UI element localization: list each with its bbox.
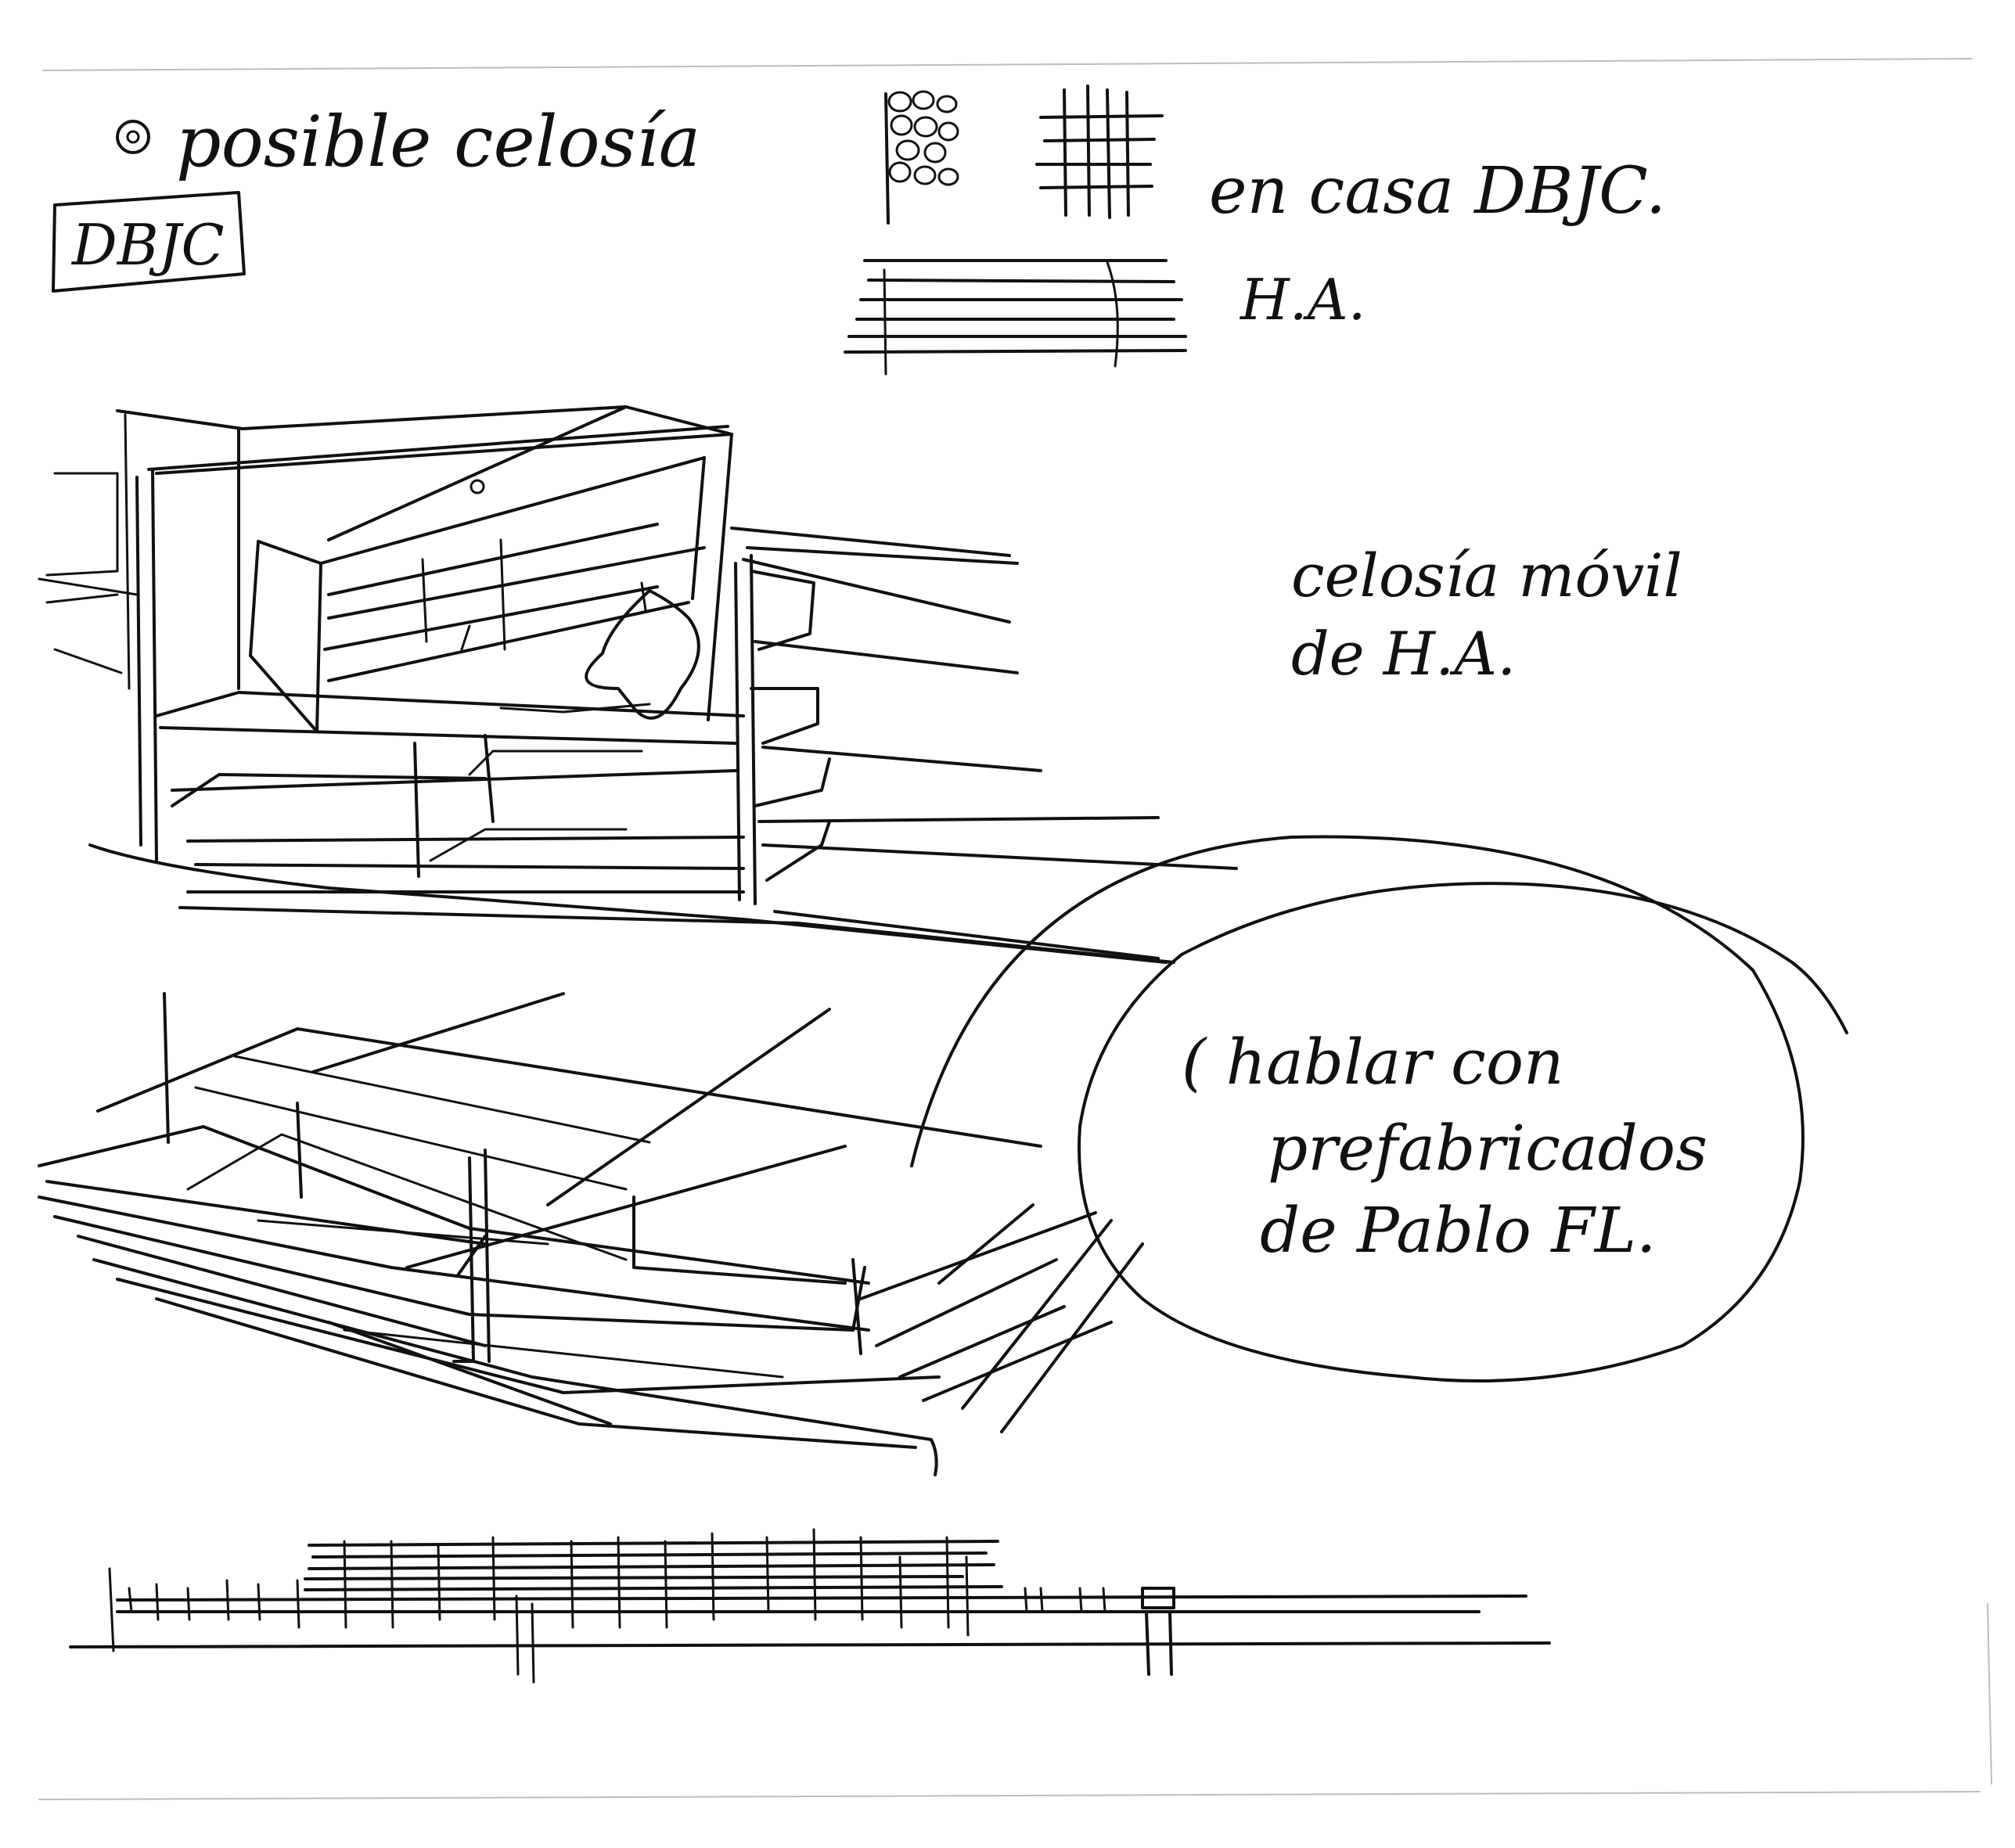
note-encasa: en casa DBJC. (1209, 154, 1666, 228)
note-title: posible celosía (176, 101, 700, 183)
circled-bullet-icon (116, 120, 150, 154)
facade-perspective-sketch (38, 405, 1238, 964)
pebble-pattern-swatch (884, 90, 959, 225)
note-movil-line2: de H.A. (1291, 619, 1516, 689)
roof-aerial-sketch (38, 992, 1144, 1476)
tag-box: DBJC (52, 191, 246, 293)
note-ha: H.A. (1239, 267, 1366, 333)
bubble-line2: prefabricados (1268, 1112, 1707, 1185)
elevation-section-sketch (69, 1528, 1551, 1684)
note-movil-line1: celosía móvil (1291, 541, 1682, 610)
bubble-line3: de Pablo FL. (1260, 1194, 1656, 1267)
speech-bubble (910, 835, 1848, 1382)
paper-texture (38, 58, 1992, 1800)
slat-pattern-swatch (844, 259, 1187, 376)
tag-label: DBJC (70, 212, 225, 278)
grid-pattern-swatch (1035, 84, 1164, 219)
bubble-line1: ( hablar con (1182, 1026, 1564, 1098)
